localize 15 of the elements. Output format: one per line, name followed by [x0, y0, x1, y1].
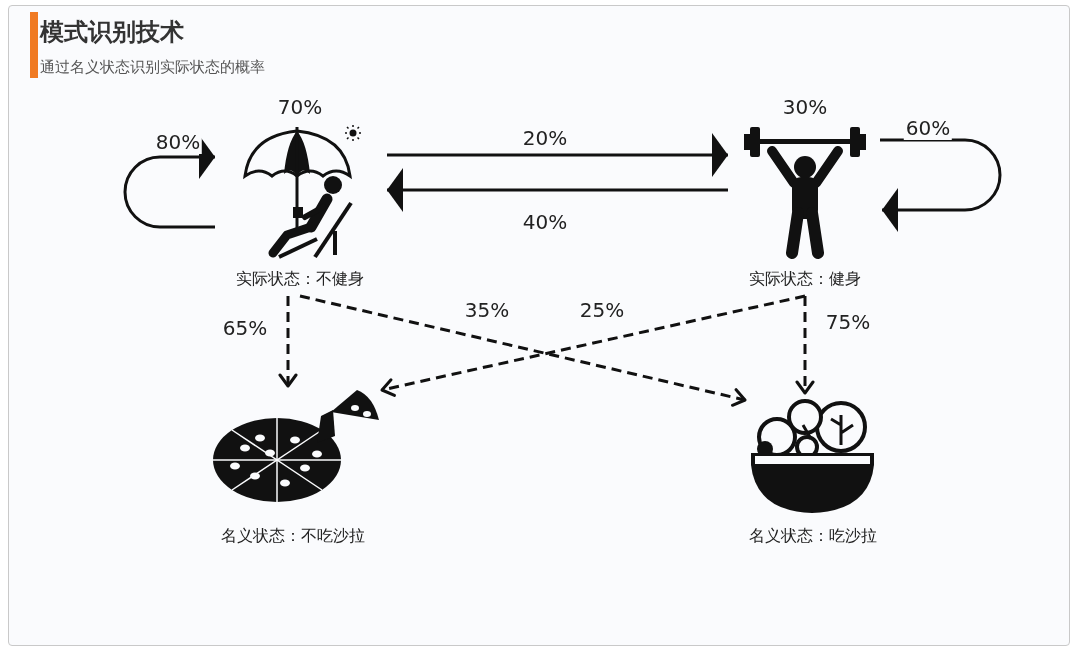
title: 模式识别技术 [40, 17, 184, 48]
subtitle: 通过名义状态识别实际状态的概率 [40, 58, 265, 77]
arrow [278, 296, 298, 388]
arrow [299, 294, 747, 407]
arrow [795, 296, 815, 395]
arrow [387, 168, 728, 212]
state-caption: 名义状态：不吃沙拉 [220, 526, 365, 547]
state-caption: 实际状态：不健身 [236, 269, 364, 290]
probability-label: 70% [277, 95, 323, 119]
state-caption: 名义状态：吃沙拉 [748, 526, 877, 547]
probability-label: 30% [782, 95, 828, 119]
arrow [387, 133, 728, 177]
arrow [380, 294, 806, 397]
arrow [880, 138, 1002, 232]
state-caption: 实际状态：健身 [749, 269, 861, 290]
